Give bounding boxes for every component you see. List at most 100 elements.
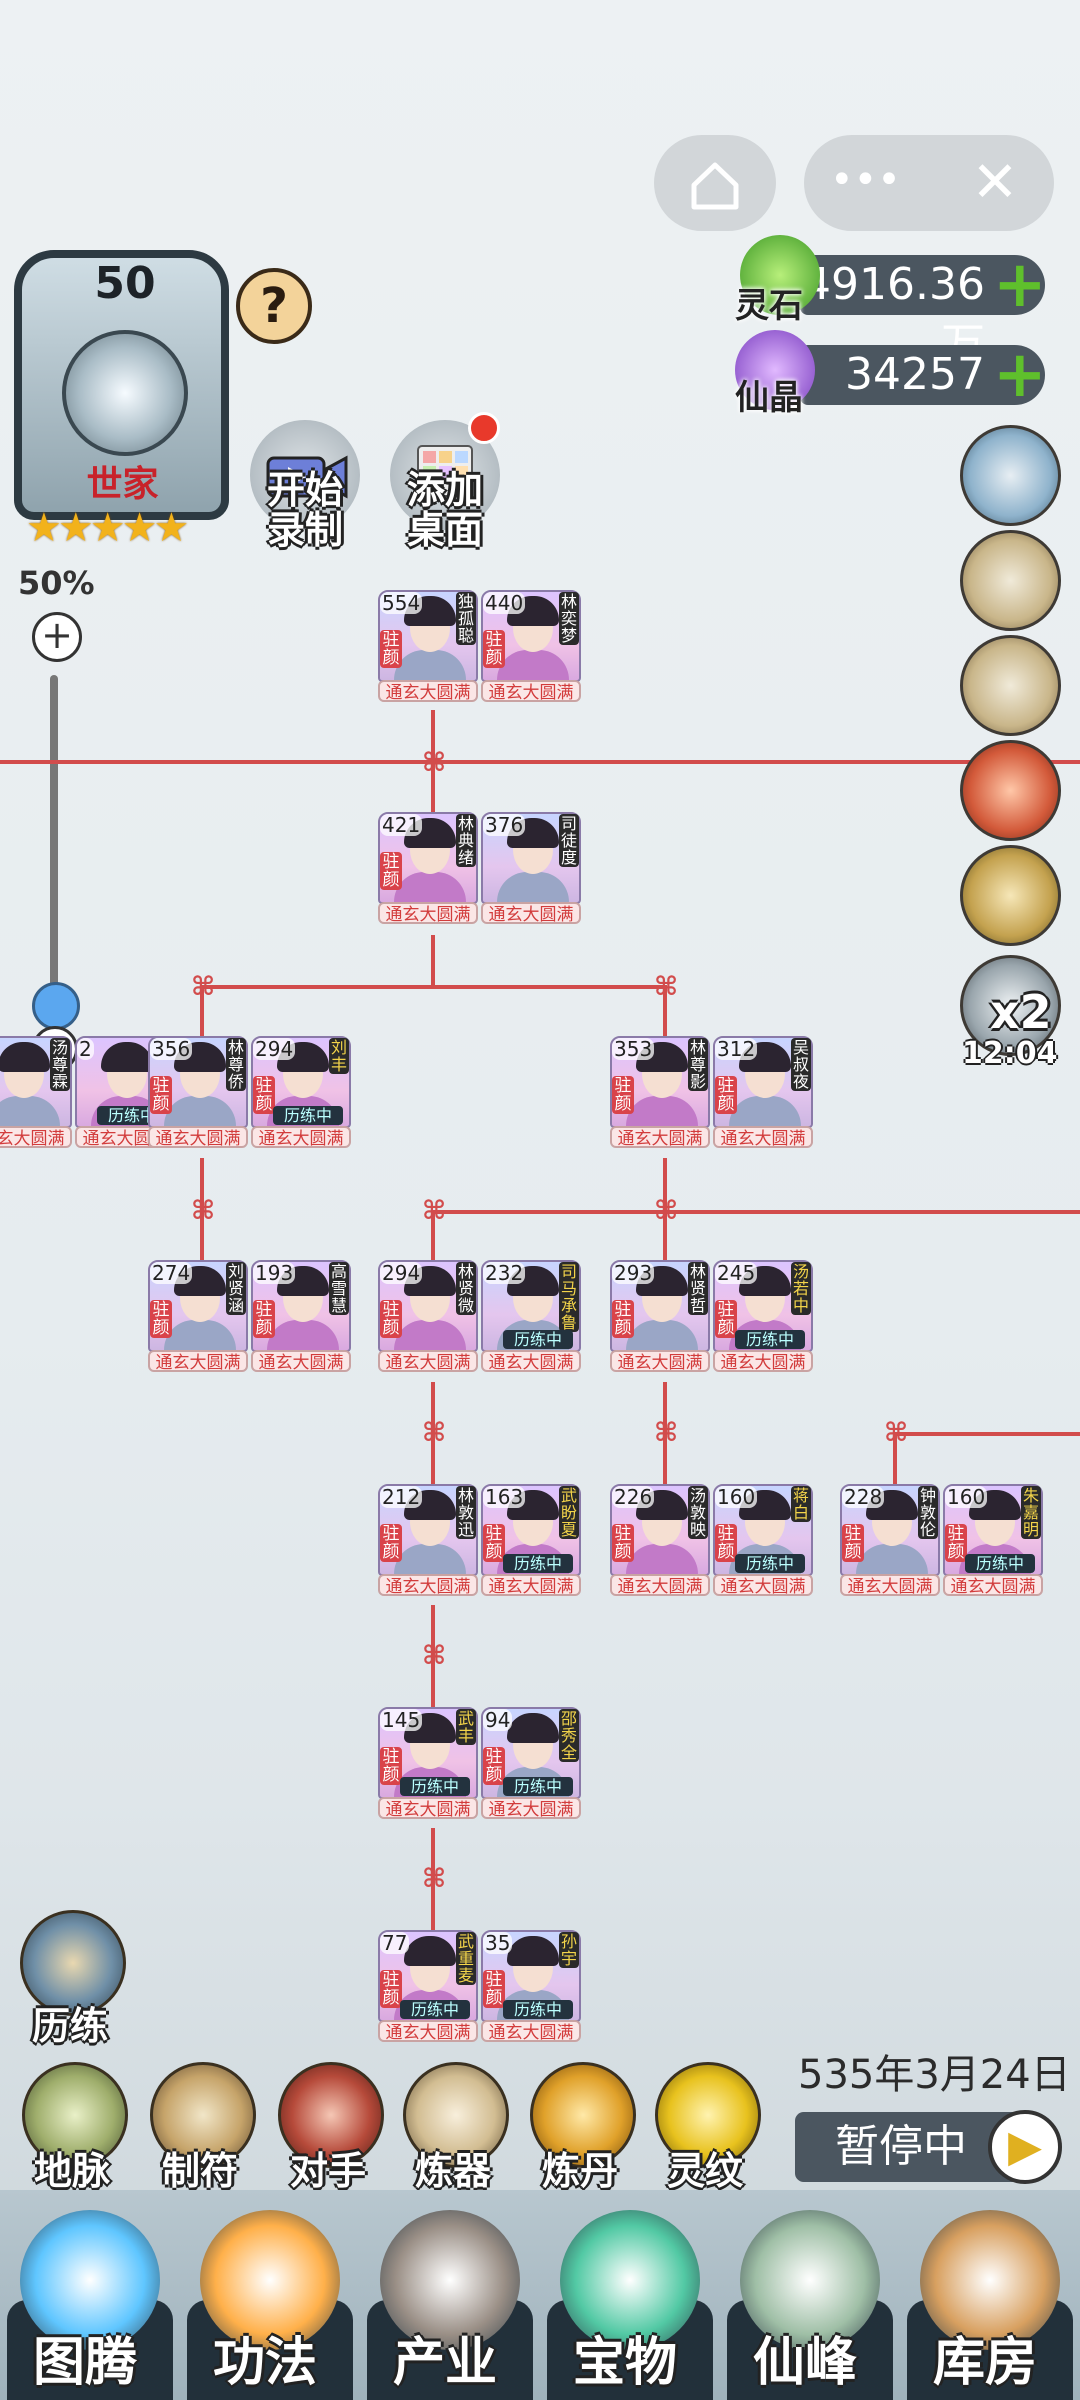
- character-name: 林敦迅: [456, 1486, 476, 1539]
- character-age: 353: [612, 1037, 655, 1061]
- technique-icon[interactable]: [200, 2210, 340, 2350]
- settings-gear-icon[interactable]: [960, 425, 1061, 526]
- character-name: 林尊影: [688, 1038, 708, 1091]
- character-age: 35: [483, 1931, 513, 1955]
- character-age: 232: [483, 1261, 526, 1285]
- letter-icon[interactable]: [960, 530, 1061, 631]
- nav-label: 图腾: [32, 2333, 137, 2393]
- tree-line: [0, 760, 1080, 764]
- character-card[interactable]: 汤尊霖驻颜通玄大圆满: [0, 1036, 72, 1148]
- preserve-youth-tag: 驻颜: [380, 1524, 402, 1562]
- home-capsule[interactable]: [654, 135, 776, 231]
- spirit-stone-plus-button[interactable]: +: [993, 248, 1047, 322]
- character-name: 武重麦: [456, 1932, 476, 1985]
- industry-icon[interactable]: [380, 2210, 520, 2350]
- cultivation-realm: 通玄大圆满: [943, 1574, 1043, 1596]
- spirit-pattern-icon[interactable]: [655, 2062, 761, 2168]
- character-name: 邵秀全: [559, 1709, 579, 1762]
- character-age: 226: [612, 1485, 655, 1509]
- close-icon[interactable]: ✕: [971, 150, 1019, 215]
- zoom-slider-knob[interactable]: [32, 982, 80, 1030]
- totem-icon[interactable]: [20, 2210, 160, 2350]
- tree-knot: ⌘: [654, 1418, 679, 1448]
- speed-toggle-icon[interactable]: [960, 955, 1061, 1056]
- cultivation-realm: 通玄大圆满: [378, 1350, 478, 1372]
- character-name: 司徒度: [559, 814, 579, 867]
- cultivation-realm: 通玄大圆满: [378, 1797, 478, 1819]
- help-button[interactable]: ?: [236, 268, 312, 344]
- tree-knot: ⌘: [884, 1418, 909, 1448]
- character-age: 312: [715, 1037, 758, 1061]
- tree-knot: ⌘: [422, 1864, 447, 1894]
- cultivation-realm: 通玄大圆满: [481, 1797, 581, 1819]
- peak-icon[interactable]: [740, 2210, 880, 2350]
- cultivation-realm: 通玄大圆满: [378, 680, 478, 702]
- book-icon[interactable]: [960, 740, 1061, 841]
- immortal-crystal-plus-button[interactable]: +: [993, 338, 1047, 412]
- map-icon[interactable]: [960, 845, 1061, 946]
- preserve-youth-tag: 驻颜: [483, 1524, 505, 1562]
- zoom-in-button[interactable]: +: [32, 612, 82, 662]
- preserve-youth-tag: 驻颜: [715, 1524, 737, 1562]
- talisman-icon[interactable]: [150, 2062, 256, 2168]
- spirit-stone-icon: [740, 235, 820, 315]
- nav-label: 库房: [932, 2333, 1037, 2393]
- storehouse-icon[interactable]: [920, 2210, 1060, 2350]
- scroll-icon[interactable]: [960, 635, 1061, 736]
- artifact-crafting-icon[interactable]: [403, 2062, 509, 2168]
- immortal-crystal-icon: [735, 330, 815, 410]
- tree-knot: ⌘: [422, 1641, 447, 1671]
- alchemy-icon[interactable]: [530, 2062, 636, 2168]
- character-age: 77: [380, 1931, 410, 1955]
- nav-label: 产业: [392, 2333, 497, 2393]
- character-age: 294: [380, 1261, 423, 1285]
- immortal-crystal-label: 仙晶: [735, 378, 803, 418]
- cultivation-realm: 通玄大圆满: [481, 1350, 581, 1372]
- training-status-tag: 历练中: [735, 1330, 805, 1349]
- preserve-youth-tag: 驻颜: [380, 1747, 402, 1785]
- tree-line: [431, 1605, 435, 1711]
- start-recording-button[interactable]: [250, 420, 360, 530]
- play-button[interactable]: ▶: [988, 2110, 1062, 2184]
- training-status-tag: 历练中: [400, 1777, 470, 1796]
- spirit-pattern-label: 灵纹: [666, 2149, 743, 2193]
- preserve-youth-tag: 驻颜: [945, 1524, 967, 1562]
- character-name: 高雪慧: [329, 1262, 349, 1315]
- zoom-slider-track[interactable]: [50, 675, 58, 1005]
- training-icon[interactable]: [20, 1910, 126, 2016]
- cultivation-realm: 通玄大圆满: [148, 1126, 248, 1148]
- earth-vein-icon[interactable]: [22, 2062, 128, 2168]
- rival-icon[interactable]: [278, 2062, 384, 2168]
- more-dots-icon[interactable]: •••: [830, 157, 901, 203]
- character-age: 245: [715, 1261, 758, 1285]
- treasure-icon[interactable]: [560, 2210, 700, 2350]
- character-name: 汤尊霖: [50, 1038, 70, 1091]
- cultivation-realm: 通玄大圆满: [481, 1574, 581, 1596]
- character-name: 林奕梦: [559, 592, 579, 645]
- cultivation-realm: 通玄大圆满: [378, 2020, 478, 2042]
